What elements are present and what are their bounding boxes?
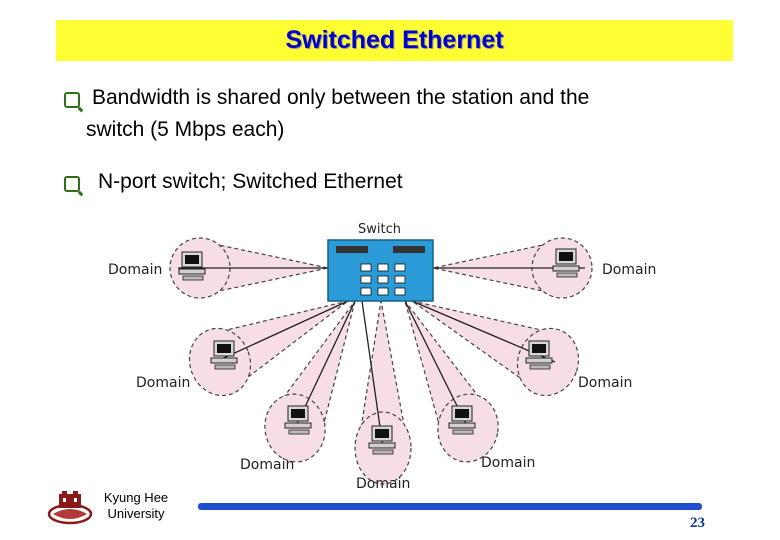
switch-port — [377, 275, 389, 284]
title-bar: Switched Ethernet — [56, 20, 733, 61]
switch-port — [377, 263, 389, 272]
university-name-line-2: University — [107, 506, 165, 521]
link-7 — [361, 300, 384, 449]
switch-label: Switch — [358, 222, 401, 237]
footer-divider — [198, 503, 702, 510]
page-number: 23 — [690, 515, 705, 531]
switch-port — [360, 287, 372, 296]
bullet-1-line-1: Bandwidth is shared only between the sta… — [92, 86, 590, 109]
switch-panel-left — [336, 246, 368, 253]
domain-label-1: Domain — [108, 262, 162, 278]
university-name-line-1: Kyung Hee — [103, 490, 169, 505]
domain-label-4: Domain — [578, 375, 632, 391]
computer-icon — [552, 248, 580, 278]
computer-icon — [368, 425, 396, 455]
university-logo-icon — [47, 491, 93, 525]
switch-port — [394, 263, 406, 272]
domain-7 — [354, 300, 412, 485]
bullet-2-text: N-port switch; Switched Ethernet — [98, 170, 403, 193]
bullet-1-line-2: switch (5 Mbps each) — [86, 118, 285, 141]
switch-port — [377, 287, 389, 296]
domain-label-6: Domain — [481, 455, 535, 471]
domain-label-3: Domain — [136, 375, 190, 391]
domain-label-2: Domain — [602, 262, 656, 278]
switch-port — [360, 263, 372, 272]
switch-port — [394, 287, 406, 296]
university-name: Kyung Hee University — [86, 490, 186, 522]
slide-title: Switched Ethernet — [285, 26, 504, 54]
domain-label-5: Domain — [240, 457, 294, 473]
computer-icon — [448, 405, 476, 435]
bullet-marker-icon — [64, 92, 80, 108]
switch — [327, 239, 434, 302]
switch-port — [360, 275, 372, 284]
computers — [178, 248, 580, 455]
computer-icon — [525, 340, 553, 370]
link-3 — [214, 300, 349, 363]
bullet-marker-icon — [64, 176, 80, 192]
computer-icon — [284, 405, 312, 435]
computer-icon — [210, 340, 238, 370]
switch-panel-right — [393, 246, 425, 253]
domain-label-7: Domain — [356, 476, 410, 492]
computer-icon — [178, 251, 206, 281]
switch-port — [394, 275, 406, 284]
